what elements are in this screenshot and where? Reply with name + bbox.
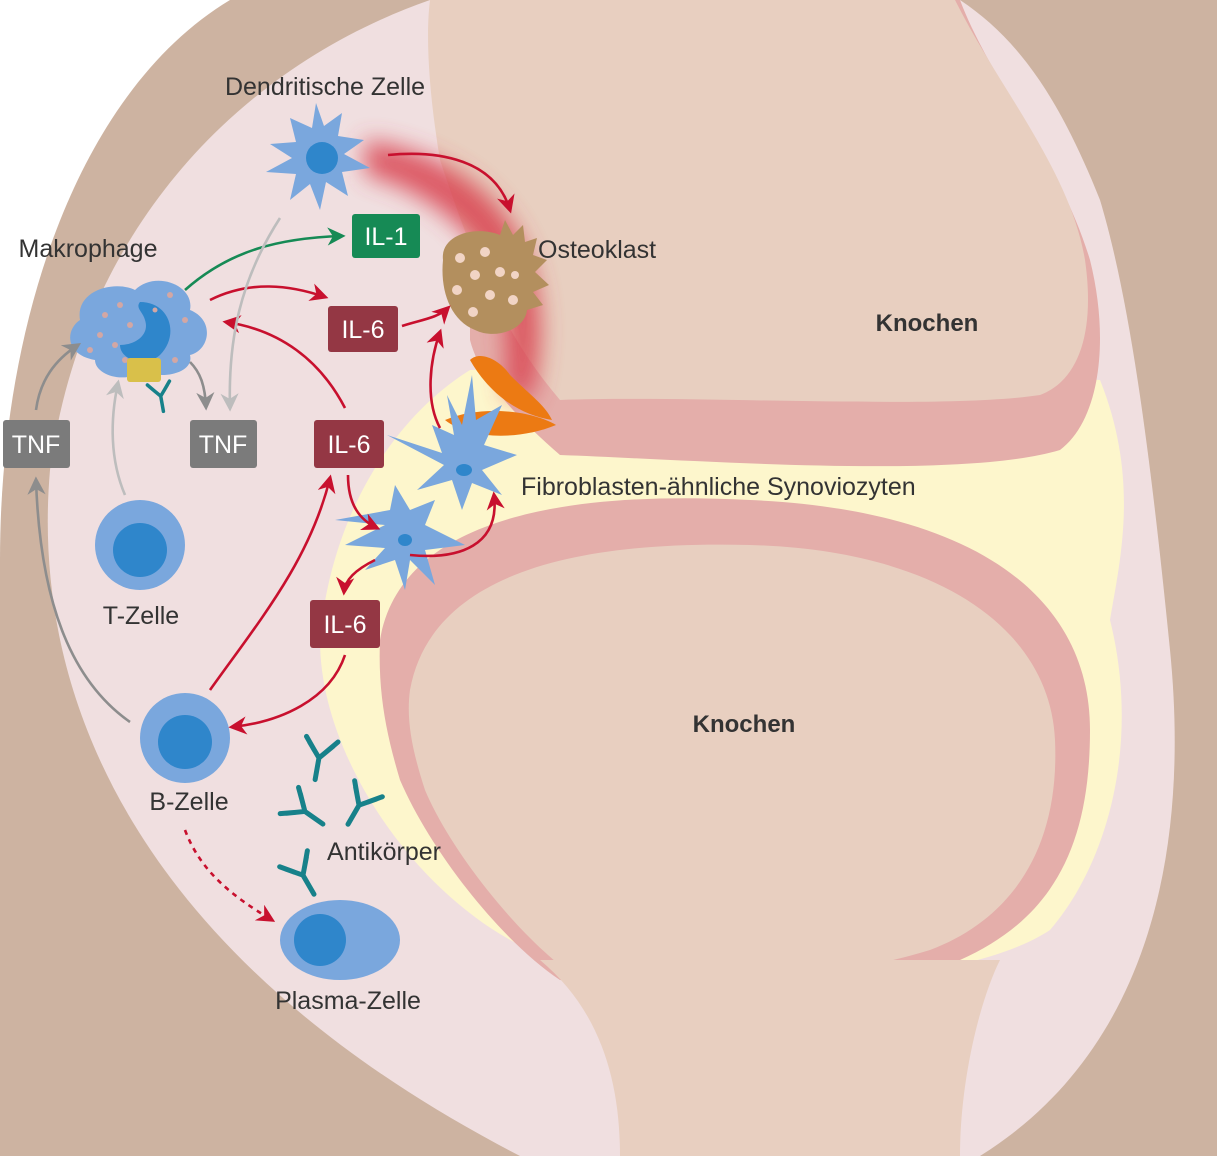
svg-text:TNF: TNF <box>12 431 61 459</box>
upper-bone <box>428 0 1100 467</box>
fibroblast-synoviocyte-lower <box>335 485 465 590</box>
svg-text:IL-1: IL-1 <box>364 223 407 251</box>
arrow-dc-to-osteoclast <box>387 152 515 214</box>
svg-text:IL-6: IL-6 <box>341 316 384 344</box>
arrow-bcell-to-il6mid <box>208 474 336 691</box>
label-bone-upper: Knochen <box>876 310 979 337</box>
arrow-bcell-to-tnf <box>27 476 131 724</box>
arrow-macrophage-to-il6 <box>209 283 329 302</box>
label-macrophage: Makrophage <box>19 235 158 263</box>
il6-box-low: IL-6 <box>310 600 380 648</box>
il6-box-top: IL-6 <box>328 306 398 352</box>
arrow-tnf-to-macrophage <box>34 343 82 411</box>
arrow-dc-to-tnf <box>220 217 282 412</box>
arrow-il6low-to-bcell <box>228 654 347 735</box>
macrophage <box>70 280 207 382</box>
arrow-tcell-to-macrophage <box>106 379 127 496</box>
fibroblast-synoviocyte-upper <box>387 375 517 510</box>
lower-bone <box>379 498 1090 1156</box>
il6-box-mid: IL-6 <box>314 420 384 468</box>
arrow-bcell-to-plasma <box>183 829 276 922</box>
label-dendritic-cell: Dendritische Zelle <box>225 73 425 101</box>
macrophage-nucleus <box>120 302 171 362</box>
arrow-il6mid-to-macrophage <box>222 315 347 409</box>
label-bone-lower: Knochen <box>693 711 796 738</box>
tnf-box-left: TNF <box>3 420 70 468</box>
arrow-il6mid-to-fibroblast-lower <box>346 474 381 531</box>
label-plasma-cell: Plasma-Zelle <box>275 987 421 1015</box>
osteoclast <box>442 220 549 334</box>
arrow-il6-to-osteoclast <box>401 305 451 328</box>
arrow-fibroblast-to-osteoclast <box>426 328 444 429</box>
dendritic-cell <box>266 103 370 210</box>
plasma-cell <box>280 900 400 980</box>
dendritic-nucleus <box>306 142 338 174</box>
label-t-cell: T-Zelle <box>103 602 179 630</box>
fibroblast-nucleus-upper <box>456 464 472 476</box>
arrow-macrophage-to-il1 <box>184 227 346 291</box>
arrow-macrophage-to-tnf <box>189 361 215 411</box>
macrophage-receptor <box>127 358 161 382</box>
upper-bone-body <box>428 0 1089 402</box>
arrow-fibroblast-to-il6low <box>336 558 376 596</box>
svg-text:IL-6: IL-6 <box>323 611 366 639</box>
lower-bone-shaft <box>540 960 1000 1156</box>
t-cell-nucleus <box>113 523 167 577</box>
plasma-cell-nucleus <box>294 914 346 966</box>
b-cell <box>140 693 230 783</box>
label-b-cell: B-Zelle <box>149 788 228 816</box>
il1-box: IL-1 <box>352 214 420 258</box>
t-cell <box>95 500 185 590</box>
label-osteoclast: Osteoklast <box>538 236 656 264</box>
lower-bone-body <box>408 544 1056 982</box>
svg-text:IL-6: IL-6 <box>327 431 370 459</box>
tnf-box-center: TNF <box>190 420 257 468</box>
fibroblast-nucleus-lower <box>398 534 412 546</box>
b-cell-nucleus <box>158 715 212 769</box>
svg-text:TNF: TNF <box>199 431 248 459</box>
arrow-fibroblast-loop <box>409 491 505 558</box>
label-fibroblast: Fibroblasten-ähnliche Synoviozyten <box>521 473 916 501</box>
label-antibodies: Antikörper <box>327 838 441 866</box>
